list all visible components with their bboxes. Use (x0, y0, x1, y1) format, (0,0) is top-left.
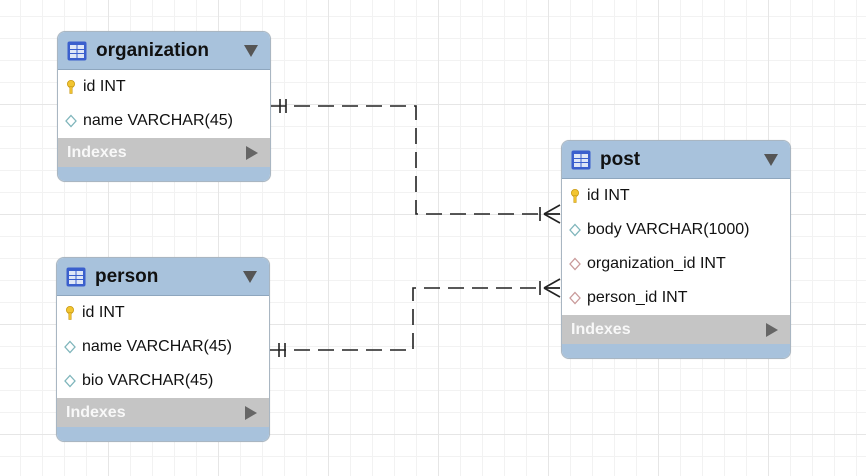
foreign-key-icon (569, 257, 581, 271)
entity-header[interactable]: person (57, 258, 269, 296)
column-label: body VARCHAR(1000) (587, 221, 750, 238)
column-label: bio VARCHAR(45) (82, 372, 214, 389)
entity-footer (58, 167, 270, 181)
column-row-name[interactable]: name VARCHAR(45) (58, 104, 270, 138)
entity-post[interactable]: post id INT body VARCHAR(1000) organizat… (561, 140, 791, 359)
column-icon (64, 340, 76, 354)
column-row-organization-id[interactable]: organization_id INT (562, 247, 790, 281)
column-label: id INT (83, 78, 126, 95)
entity-header[interactable]: organization (58, 32, 270, 70)
indexes-bar[interactable]: Indexes (562, 315, 790, 344)
column-row-bio[interactable]: bio VARCHAR(45) (57, 364, 269, 398)
column-label: person_id INT (587, 289, 688, 306)
indexes-bar[interactable]: Indexes (58, 138, 270, 167)
column-row-body[interactable]: body VARCHAR(1000) (562, 213, 790, 247)
column-row-id[interactable]: id INT (562, 179, 790, 213)
entity-footer (57, 427, 269, 441)
table-icon (66, 267, 86, 286)
entity-title: post (600, 148, 641, 170)
one-and-only-one-marker (279, 99, 287, 113)
indexes-label: Indexes (67, 143, 127, 161)
entity-title: person (95, 265, 159, 287)
relationship-organization-post (270, 99, 561, 224)
one-and-only-one-marker (278, 343, 286, 357)
expand-triangle-icon[interactable] (766, 322, 778, 337)
column-list: id INT name VARCHAR(45) (58, 70, 270, 138)
column-icon (569, 223, 581, 237)
indexes-bar[interactable]: Indexes (57, 398, 269, 427)
column-label: id INT (587, 187, 630, 204)
entity-footer (562, 344, 790, 358)
column-icon (64, 374, 76, 388)
expand-triangle-icon[interactable] (246, 145, 258, 160)
primary-key-icon (571, 189, 579, 203)
column-row-id[interactable]: id INT (57, 296, 269, 330)
expand-triangle-icon[interactable] (245, 405, 257, 420)
entity-person[interactable]: person id INT name VARCHAR(45) bio VARCH… (56, 257, 270, 442)
column-label: id INT (82, 304, 125, 321)
entity-title: organization (96, 39, 209, 61)
column-row-person-id[interactable]: person_id INT (562, 281, 790, 315)
column-list: id INT name VARCHAR(45) bio VARCHAR(45) (57, 296, 269, 398)
entity-header[interactable]: post (562, 141, 790, 179)
one-or-many-marker (539, 204, 561, 224)
indexes-label: Indexes (571, 320, 631, 338)
primary-key-icon (67, 80, 75, 94)
collapse-triangle-icon[interactable] (244, 44, 258, 57)
collapse-triangle-icon[interactable] (764, 153, 778, 166)
entity-organization[interactable]: organization id INT name VARCHAR(45) Ind… (57, 31, 271, 182)
collapse-triangle-icon[interactable] (243, 270, 257, 283)
column-list: id INT body VARCHAR(1000) organization_i… (562, 179, 790, 315)
table-icon (571, 150, 591, 169)
one-or-many-marker (539, 278, 561, 298)
indexes-label: Indexes (66, 403, 126, 421)
primary-key-icon (66, 306, 74, 320)
column-row-name[interactable]: name VARCHAR(45) (57, 330, 269, 364)
column-label: organization_id INT (587, 255, 726, 272)
column-row-id[interactable]: id INT (58, 70, 270, 104)
column-label: name VARCHAR(45) (83, 112, 233, 129)
foreign-key-icon (569, 291, 581, 305)
table-icon (67, 41, 87, 60)
column-icon (65, 114, 77, 128)
relationship-person-post (270, 278, 561, 357)
column-label: name VARCHAR(45) (82, 338, 232, 355)
